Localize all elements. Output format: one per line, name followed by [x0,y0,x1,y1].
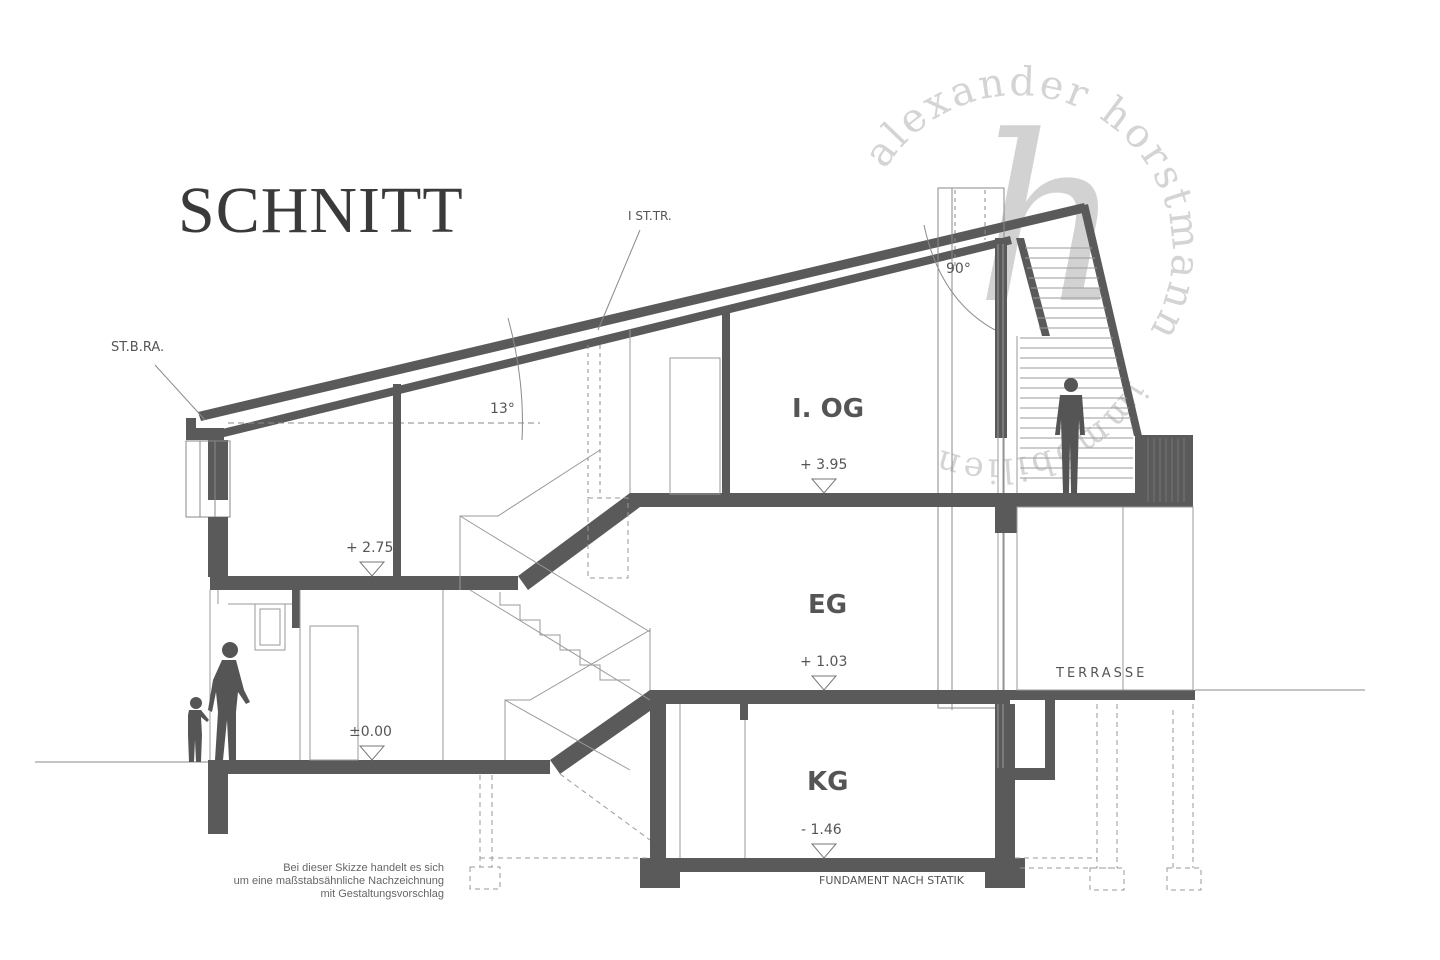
label-st-b-ra: ST.B.RA. [111,340,165,355]
elevation-eg: + 1.03 [800,654,848,670]
page-title: SCHNITT [178,174,464,247]
floor-label-og: I. OG [792,394,865,424]
level-marker-eg [810,675,838,691]
roof-edge-detail [186,418,228,500]
level-marker-000 [358,745,386,761]
elevation-og: + 3.95 [800,457,848,473]
stair-shaft-stripes [1020,247,1133,479]
note-line-2: um eine maßstabsähnliche Nachzeichnung [233,875,444,887]
floor-label-eg: EG [808,590,848,620]
label-fundament: FUNDAMENT NACH STATIK [819,874,964,887]
elevation-split-level: + 2.75 [346,540,394,556]
person-icon-adult [208,642,250,760]
level-marker-kg [810,843,838,859]
label-angle-13: 13° [490,401,515,417]
elevation-kg: - 1.46 [801,822,842,838]
label-i-st-tr: I ST.TR. [628,209,672,223]
level-marker-275 [358,561,386,577]
person-silhouettes [188,378,1085,762]
note-line-3: mit Gestaltungsvorschlag [320,888,445,900]
note-line-1: Bei dieser Skizze handelt es sich [283,862,444,874]
floor-label-kg: KG [807,767,849,797]
level-marker-og [810,478,838,494]
label-angle-90: 90° [946,261,971,277]
label-terrasse: TERRASSE [1056,666,1148,681]
elevation-ground: ±0.00 [349,724,392,740]
disclaimer-note: Bei dieser Skizze handelt es sich um ein… [234,862,444,901]
person-icon-deck [1055,378,1085,493]
roof [198,203,1142,440]
person-icon-child [188,697,209,762]
